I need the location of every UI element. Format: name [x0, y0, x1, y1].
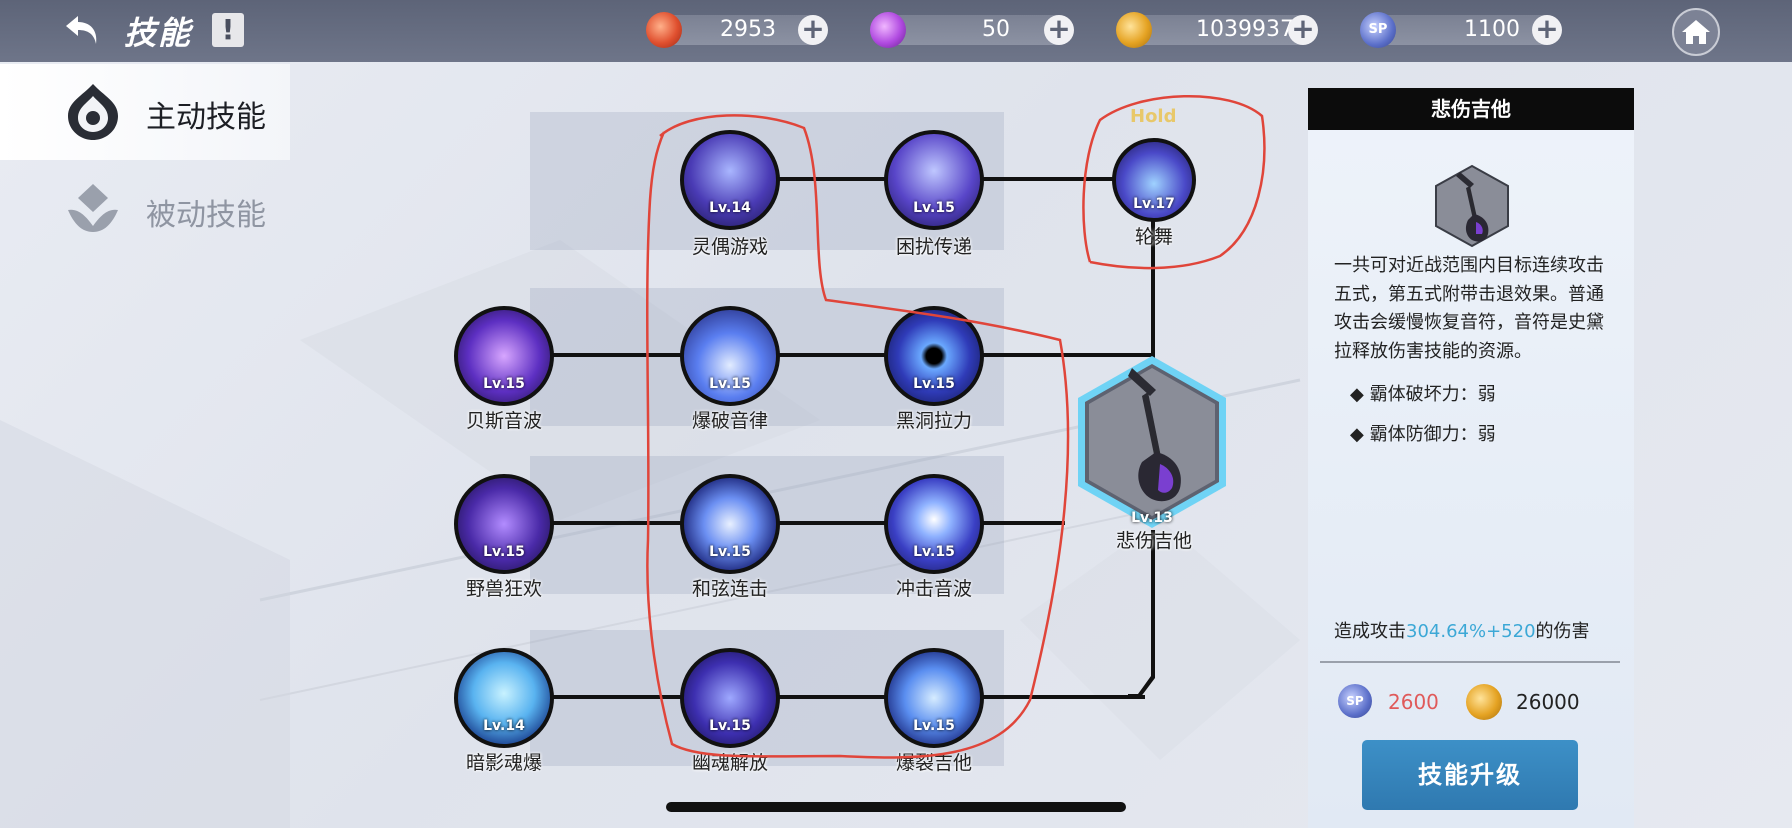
- skill-level: Lv.14: [709, 200, 751, 216]
- skill-name: 灵偶游戏: [691, 236, 768, 258]
- skill-attribute: ◆ 霸体防御力：弱: [1350, 424, 1496, 445]
- skill-node-困扰传递[interactable]: Lv.15: [884, 130, 984, 230]
- skill-node-野兽狂欢[interactable]: Lv.15: [454, 474, 554, 574]
- skill-level: Lv.17: [1133, 196, 1175, 212]
- home-button[interactable]: [1672, 8, 1720, 56]
- sidebar-item-label[interactable]: 被动技能: [146, 198, 266, 233]
- passive-skill-emblem-icon[interactable]: [64, 180, 122, 234]
- skill-level: Lv.15: [483, 544, 525, 560]
- guitar-icon: [1128, 368, 1181, 502]
- skill-node-黑洞拉力[interactable]: Lv.15: [884, 306, 984, 406]
- active-skill-emblem-icon: [68, 84, 118, 140]
- skill-name: 贝斯音波: [465, 410, 542, 432]
- hold-tag: Hold: [1130, 106, 1177, 127]
- skill-name: 黑洞拉力: [895, 410, 972, 432]
- resource-gold: 1039937 +: [1116, 12, 1322, 48]
- skill-node-爆裂吉他[interactable]: Lv.15: [884, 648, 984, 748]
- skill-level: Lv.15: [913, 200, 955, 216]
- skill-attribute: ◆ 霸体破坏力：弱: [1350, 384, 1496, 405]
- skill-level: Lv.15: [483, 376, 525, 392]
- skill-link: [1151, 530, 1155, 676]
- add-sp-button[interactable]: +: [1532, 15, 1562, 45]
- add-gold-button[interactable]: +: [1288, 15, 1318, 45]
- resource-purple-orb: 50 +: [870, 12, 1078, 48]
- skill-node-轮舞[interactable]: Lv.17: [1112, 138, 1196, 222]
- sp-icon: SP: [1338, 684, 1372, 718]
- info-icon[interactable]: !: [212, 13, 244, 47]
- skill-level: Lv.14: [483, 718, 525, 734]
- divider: [1320, 661, 1620, 663]
- resource-value: 1100: [1464, 17, 1520, 42]
- skill-node-悲伤吉他[interactable]: [1072, 352, 1232, 532]
- skill-upgrade-button[interactable]: 技能升级: [1362, 740, 1578, 810]
- skill-name: 困扰传递: [895, 236, 972, 258]
- skill-level: Lv.15: [709, 376, 751, 392]
- skill-name: 悲伤吉他: [1115, 530, 1192, 552]
- skill-name: 幽魂解放: [691, 752, 768, 774]
- skill-name: 暗影魂爆: [465, 752, 542, 774]
- skill-detail-header: [1308, 88, 1634, 130]
- skill-node-和弦连击[interactable]: Lv.15: [680, 474, 780, 574]
- skill-description: 一共可对近战范围内目标连续攻击五式，第五式附带击退效果。普通攻击会缓慢恢复音符，…: [1334, 255, 1604, 362]
- skill-name: 冲击音波: [895, 578, 972, 600]
- cost-sp: 2600: [1388, 690, 1439, 714]
- home-icon: [1682, 20, 1710, 44]
- skill-level: Lv.15: [709, 718, 751, 734]
- skill-node-暗影魂爆[interactable]: Lv.14: [454, 648, 554, 748]
- sp-icon: SP: [1360, 12, 1396, 48]
- damage-prefix: 造成攻击: [1334, 621, 1406, 642]
- skill-level: Lv.15: [709, 544, 751, 560]
- red-orb-icon: [646, 12, 682, 48]
- sidebar-item-active-skills[interactable]: [0, 64, 290, 160]
- resource-value: 2953: [720, 17, 776, 42]
- skill-node-爆破音律[interactable]: Lv.15: [680, 306, 780, 406]
- skill-node-幽魂解放[interactable]: Lv.15: [680, 648, 780, 748]
- sidebar-item-label: 主动技能: [146, 100, 266, 135]
- resource-value: 50: [982, 17, 1010, 42]
- guitar-skill-icon: [1435, 164, 1509, 248]
- skill-node-贝斯音波[interactable]: Lv.15: [454, 306, 554, 406]
- skill-node-冲击音波[interactable]: Lv.15: [884, 474, 984, 574]
- gold-coin-icon: [1116, 12, 1152, 48]
- skill-name: 和弦连击: [691, 578, 768, 600]
- resource-value: 1039937: [1196, 17, 1294, 42]
- skill-level: Lv.13: [1131, 510, 1173, 526]
- skill-name: 爆破音律: [691, 410, 768, 432]
- damage-suffix: 的伤害: [1535, 621, 1590, 642]
- skill-name: 轮舞: [1134, 226, 1173, 248]
- skill-link: [505, 353, 1155, 357]
- add-red-orb-button[interactable]: +: [798, 15, 828, 45]
- damage-value: 304.64%+520: [1406, 621, 1536, 642]
- skill-name: 爆裂吉他: [895, 752, 972, 774]
- skill-node-灵偶游戏[interactable]: Lv.14: [680, 130, 780, 230]
- skill-level: Lv.15: [913, 544, 955, 560]
- page-title: 技能: [124, 14, 193, 52]
- resource-red-orb: 2953 +: [646, 12, 832, 48]
- skill-name: 野兽狂欢: [465, 578, 542, 600]
- resource-sp: SP 1100 +: [1360, 12, 1566, 48]
- skill-detail-title: 悲伤吉他: [1431, 97, 1511, 121]
- home-indicator: [666, 802, 1126, 812]
- cost-gold: 26000: [1516, 690, 1580, 714]
- add-purple-orb-button[interactable]: +: [1044, 15, 1074, 45]
- purple-orb-icon: [870, 12, 906, 48]
- skill-link-corner: [1128, 672, 1155, 698]
- skill-link: [505, 695, 1145, 699]
- skill-damage-text: 造成攻击304.64%+520的伤害: [1334, 617, 1590, 643]
- gold-coin-icon: [1466, 684, 1502, 720]
- skill-level: Lv.15: [913, 376, 955, 392]
- back-arrow-icon[interactable]: [62, 10, 106, 50]
- skill-level: Lv.15: [913, 718, 955, 734]
